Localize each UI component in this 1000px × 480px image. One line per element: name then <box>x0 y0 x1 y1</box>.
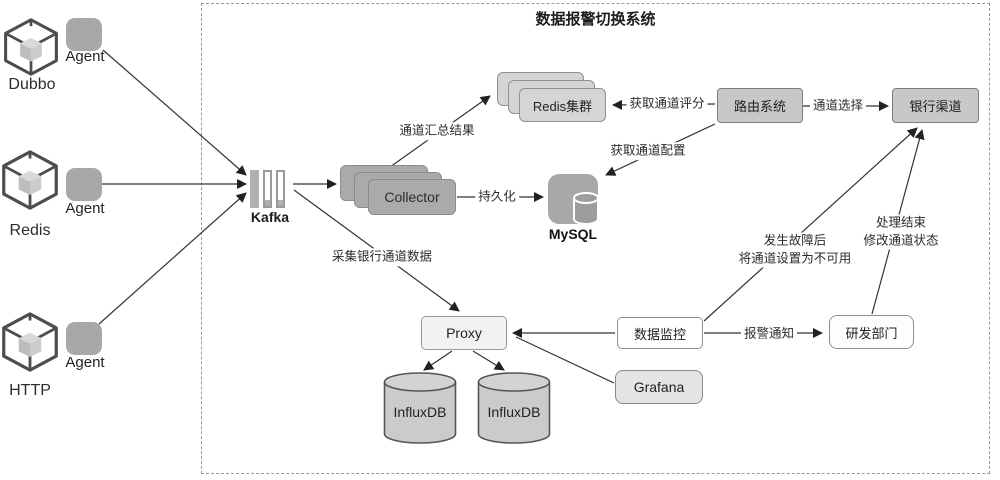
agent-box <box>66 322 102 355</box>
edge-label-done-line2: 修改通道状态 <box>863 233 939 247</box>
influxdb-left-cylinder: InfluxDB <box>383 372 457 446</box>
agent-label: Agent <box>65 354 105 371</box>
cylinder-icon <box>383 372 457 444</box>
edge-label-persistence: 持久化 <box>475 188 519 206</box>
redis-cube-icon <box>2 150 58 210</box>
source-name: HTTP <box>9 382 51 399</box>
source-name: Dubbo <box>8 76 56 93</box>
kafka-bar <box>263 170 272 208</box>
agent-box <box>66 18 102 51</box>
influxdb-right-cylinder: InfluxDB <box>477 372 551 446</box>
edge-label-channel-summary: 通道汇总结果 <box>396 122 478 140</box>
edge-monitor-to-bank-channel <box>703 127 918 322</box>
agent-label: Agent <box>65 48 105 65</box>
edge-label-get-channel-config: 获取通道配置 <box>607 142 689 160</box>
edge-dubbo-to-kafka <box>102 49 247 176</box>
mysql-label: MySQL <box>548 226 598 242</box>
edge-label-failure: 发生故障后 将通道设置为不可用 <box>735 232 855 268</box>
edge-proxy-to-influxdb-left <box>423 350 453 371</box>
rnd-department-node: 研发部门 <box>829 315 914 349</box>
system-boundary <box>201 3 990 474</box>
collector-node: Collector <box>368 179 456 215</box>
grafana-node: Grafana <box>615 370 703 404</box>
edge-label-alarm-notify: 报警通知 <box>740 325 798 343</box>
influxdb-label: InfluxDB <box>487 404 541 420</box>
edge-label-get-channel-score: 获取通道评分 <box>626 95 708 113</box>
mysql-cylinder-icon <box>573 192 599 225</box>
edge-label-collect-bank-data: 采集银行通道数据 <box>328 248 436 266</box>
agent-label: Agent <box>65 200 105 217</box>
edge-label-done-line1: 处理结束 <box>875 215 927 230</box>
kafka-icon <box>250 170 289 208</box>
data-monitor-node: 数据监控 <box>617 317 703 349</box>
redis-cluster-stack: Redis集群 <box>497 72 609 124</box>
proxy-node: Proxy <box>421 316 507 350</box>
dubbo-cube-icon <box>4 18 58 76</box>
edge-grafana-to-proxy <box>515 336 615 384</box>
edge-label-failure-line2: 将通道设置为不可用 <box>738 251 852 265</box>
diagram-title: 数据报警切换系统 <box>535 11 656 28</box>
edge-label-done: 处理结束 修改通道状态 <box>860 214 942 250</box>
edge-label-channel-select: 通道选择 <box>809 97 867 115</box>
kafka-bar <box>276 170 285 208</box>
influxdb-label: InfluxDB <box>393 404 447 420</box>
source-name: Redis <box>9 222 51 239</box>
http-cube-icon <box>2 312 58 372</box>
bank-channel-node: 银行渠道 <box>892 88 979 123</box>
edge-proxy-to-influxdb-right <box>472 350 505 371</box>
redis-cluster-node: Redis集群 <box>519 88 606 122</box>
edge-label-failure-line1: 发生故障后 <box>763 233 827 248</box>
cylinder-icon <box>477 372 551 444</box>
routing-system-node: 路由系统 <box>717 88 803 123</box>
kafka-bar <box>250 170 259 208</box>
collector-stack: Collector <box>340 165 460 217</box>
kafka-label: Kafka <box>250 209 290 225</box>
edge-http-to-kafka <box>98 192 247 325</box>
agent-box <box>66 168 102 201</box>
